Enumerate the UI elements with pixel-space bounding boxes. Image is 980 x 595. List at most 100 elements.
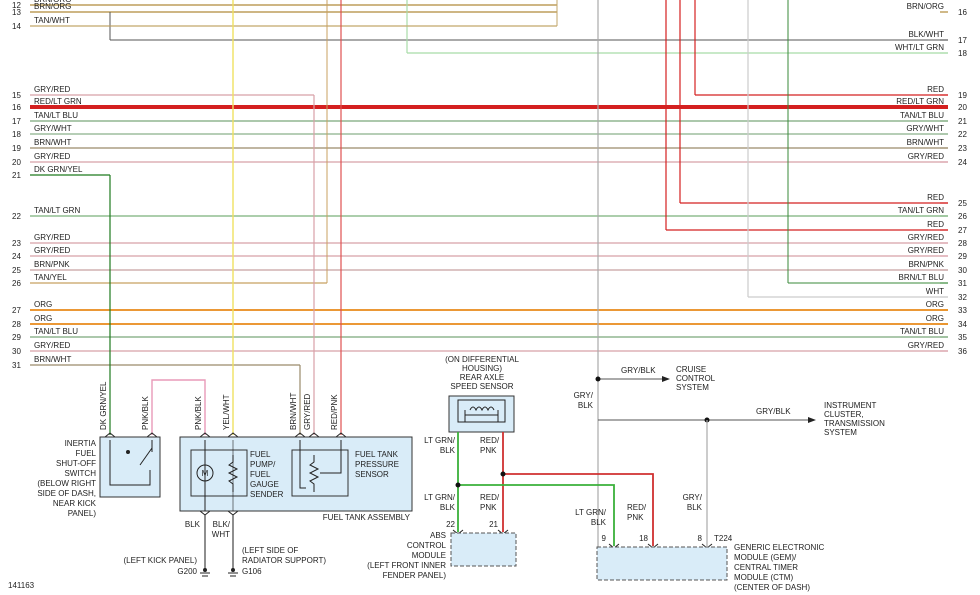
gem-text-line: MODULE (CTM) (734, 573, 793, 582)
left-row-label: RED/LT GRN (34, 97, 82, 106)
connector-inertia-1 (104, 432, 116, 438)
cruise-text-line: CONTROL (676, 374, 716, 383)
right-row-num: 32 (958, 293, 967, 302)
gry-blk-branches: GRY/BLK GRY/BLK GRY/ BLK GRY/ BLK CRUISE… (574, 365, 885, 546)
right-row-num: 25 (958, 199, 967, 208)
blk-wht-label-2: WHT (212, 530, 230, 539)
inertia-text-line: SWITCH (64, 469, 96, 478)
left-row-label: DK GRN/YEL (34, 165, 83, 174)
redpnk-label-mid-1: RED/ (480, 493, 500, 502)
label-brn-wht: BRN/WHT (289, 393, 298, 430)
left-row-num: 16 (12, 103, 21, 112)
left-row-label: ORG (34, 300, 52, 309)
cluster-text-line: TRANSMISSION (824, 419, 885, 428)
cruise-text-line: SYSTEM (676, 383, 709, 392)
speed-text-line: REAR AXLE (460, 373, 504, 382)
redpnk-label-mid-2: PNK (480, 503, 497, 512)
left-row-num: 25 (12, 266, 21, 275)
left-row-num: 22 (12, 212, 21, 221)
right-row-label: GRY/RED (908, 152, 945, 161)
right-row-label: ORG (926, 300, 944, 309)
right-row-label: BRN/LT BLU (899, 273, 945, 282)
left-row-num: 13 (12, 8, 21, 17)
left-row-label: GRY/RED (34, 233, 71, 242)
gry-blk-cruise-label: GRY/BLK (621, 366, 656, 375)
left-row-num: 18 (12, 130, 21, 139)
abs-text-line: ABS (430, 531, 446, 540)
left-row-label: GRY/WHT (34, 124, 72, 133)
g200-label: G200 (177, 567, 197, 576)
cruise-splice (595, 376, 601, 382)
label-gry-red: GRY/RED (303, 393, 312, 430)
right-row-num: 21 (958, 117, 967, 126)
right-row-num: 31 (958, 279, 967, 288)
right-row-label: GRY/RED (908, 233, 945, 242)
abs-text-line: (LEFT FRONT INNER (367, 561, 446, 570)
inertia-text-line: PANEL) (68, 509, 97, 518)
speed-text-line: (ON DIFFERENTIAL (445, 355, 519, 364)
left-row-label: GRY/RED (34, 152, 71, 161)
ltgrn-label-top-2: BLK (440, 446, 456, 455)
pnk-blk-loop (151, 379, 206, 435)
right-row-num: 18 (958, 49, 967, 58)
pump-text-line: GAUGE (250, 480, 279, 489)
g106-label: G106 (242, 567, 262, 576)
abs-pin-21: 21 (489, 520, 498, 529)
left-row-label: TAN/LT BLU (34, 327, 78, 336)
ground-symbols (200, 572, 238, 577)
gry-blk-left-label-1: GRY/ (574, 391, 594, 400)
lt-grn-blk-to-gem (458, 484, 615, 546)
right-row-label: GRY/WHT (906, 124, 944, 133)
pump-text-line: FUEL (250, 470, 271, 479)
gem-text-line: GENERIC ELECTRONIC (734, 543, 824, 552)
abs-module-box (450, 532, 517, 567)
inertia-text-line: INERTIA (65, 439, 97, 448)
right-row-label: RED (927, 85, 944, 94)
cluster-text-line: SYSTEM (824, 428, 857, 437)
vertical-bus-wires (30, 0, 948, 547)
abs-text-line: MODULE (412, 551, 446, 560)
gem-text-line: CENTRAL TIMER (734, 563, 798, 572)
connector-pump-2 (227, 432, 239, 438)
inertia-switch-contact (139, 447, 153, 466)
right-row-label: GRY/RED (908, 341, 945, 350)
right-row-num: 22 (958, 130, 967, 139)
label-pnk-blk-2: PNK/BLK (194, 396, 203, 430)
fuel-tank-box (179, 436, 413, 512)
speed-text-line: HOUSING) (462, 364, 502, 373)
speed-text-line: SPEED SENSOR (450, 382, 513, 391)
left-row-label: TAN/LT BLU (34, 111, 78, 120)
ltgrn-label-gem-1: LT GRN/ (575, 508, 607, 517)
left-wire-rows (30, 4, 948, 366)
g200-junction (203, 568, 207, 572)
gry-blk-cluster-label: GRY/BLK (756, 407, 791, 416)
redpnk-label-gem-2: PNK (627, 513, 644, 522)
right-row-label: TAN/LT GRN (898, 206, 944, 215)
left-row-label: GRY/RED (34, 341, 71, 350)
pressure-sensor-resistor (308, 455, 320, 492)
speed-sensor-inner (457, 399, 506, 423)
abs-text-line: CONTROL (407, 541, 447, 550)
inertia-text-line: FUEL (76, 449, 97, 458)
label-pnk-blk-1: PNK/BLK (141, 396, 150, 430)
right-row-label: ORG (926, 314, 944, 323)
right-row-label: WHT (926, 287, 944, 296)
left-row-label: BRN/ORG (34, 0, 71, 4)
left-row-label: TAN/WHT (34, 16, 70, 25)
right-row-label: TAN/LT BLU (900, 327, 944, 336)
inertia-text-line: SIDE OF DASH, (37, 489, 96, 498)
pump-text-line: PUMP/ (250, 460, 276, 469)
abs-pin-22: 22 (446, 520, 455, 529)
left-row-label: GRY/RED (34, 85, 71, 94)
left-row-num: 19 (12, 144, 21, 153)
left-row-num: 12 (12, 1, 21, 10)
redpnk-label-gem-1: RED/ (627, 503, 647, 512)
connector-pump-bottom-2 (227, 510, 239, 516)
speed-sensor-wiring: LT GRN/ BLK RED/ PNK LT GRN/ BLK RED/ PN… (424, 432, 654, 546)
